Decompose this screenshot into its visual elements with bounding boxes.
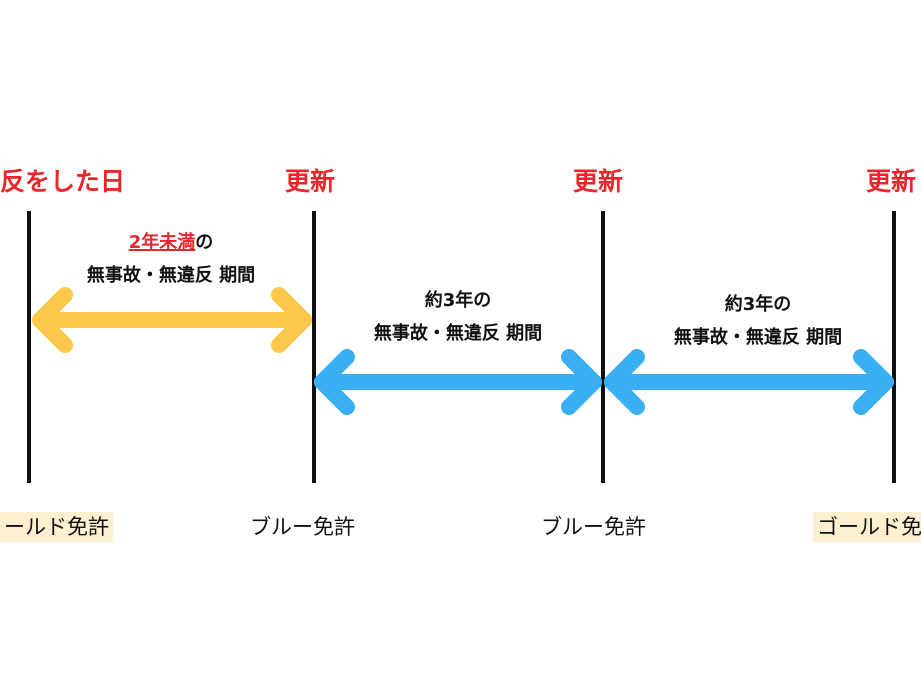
violation-day-label: 反をした日	[0, 167, 126, 196]
period-2-line2: 無事故・無違反 期間	[373, 323, 543, 344]
period-3-line1: 約3年の	[724, 294, 792, 315]
timeline-marker-renewal-3	[892, 211, 896, 483]
license-label-blue-2: ブルー免許	[541, 515, 646, 539]
renewal-label-2: 更新	[573, 167, 624, 196]
period-2-line1: 約3年の	[424, 290, 492, 311]
license-label-gold-1: ールド免許	[0, 512, 113, 542]
period-text-1: 2年未満の 無事故・無違反 期間	[40, 226, 302, 292]
period-text-3: 約3年の 無事故・無違反 期間	[625, 288, 891, 354]
license-label-blue-1: ブルー免許	[250, 515, 355, 539]
period-1-highlight: 2年未満	[128, 232, 196, 253]
period-1-line1: 2年未満の	[40, 226, 302, 259]
timeline-marker-violation	[27, 211, 31, 483]
renewal-label-1: 更新	[285, 167, 336, 196]
renewal-label-3: 更新	[866, 167, 917, 196]
period-arrow-2	[314, 349, 602, 415]
period-arrow-3	[604, 349, 894, 415]
period-1-line2: 無事故・無違反 期間	[86, 265, 256, 286]
timeline-marker-renewal-1	[312, 211, 316, 483]
license-label-gold-2: ゴールド免	[813, 512, 921, 542]
period-1-suffix: の	[195, 232, 214, 253]
period-3-line2: 無事故・無違反 期間	[673, 327, 843, 348]
period-text-2: 約3年の 無事故・無違反 期間	[325, 284, 591, 350]
period-arrow-1	[32, 287, 312, 353]
timeline-marker-renewal-2	[601, 211, 605, 483]
